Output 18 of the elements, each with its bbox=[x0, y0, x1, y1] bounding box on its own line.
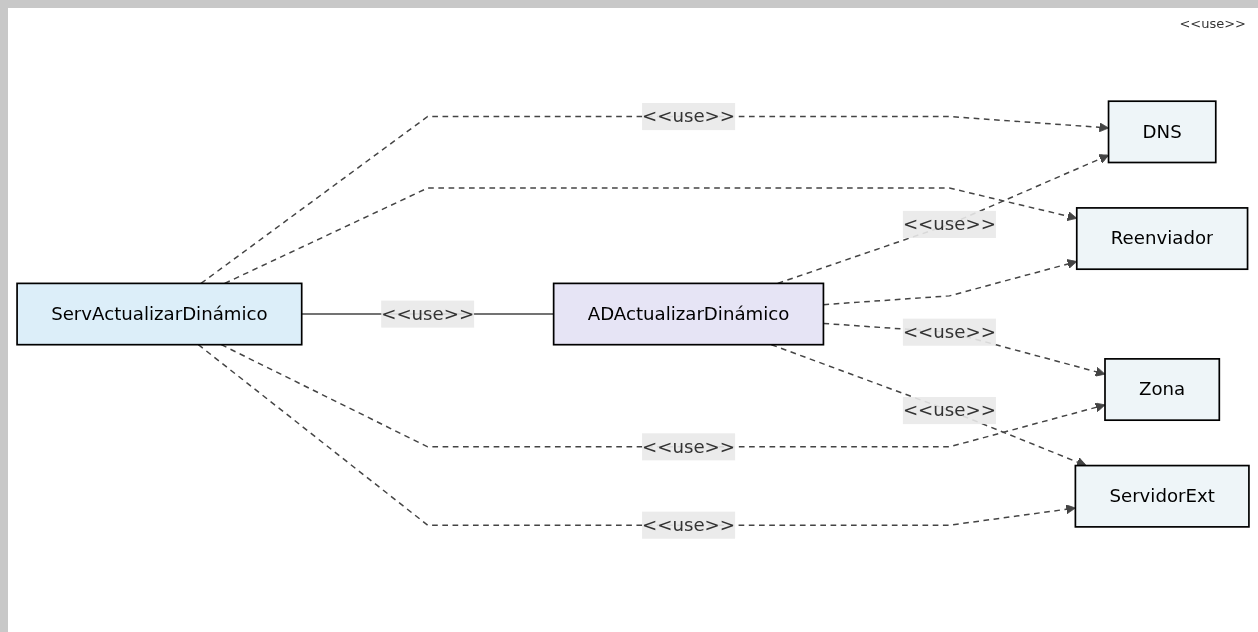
arrow bbox=[776, 154, 1109, 285]
arrow bbox=[220, 343, 1106, 448]
stereotype-label: <<use>> bbox=[1179, 16, 1246, 31]
arrow bbox=[200, 115, 1109, 285]
node-box: Zona bbox=[1104, 358, 1221, 422]
edge-label: <<use>> bbox=[642, 105, 736, 127]
edge-label: <<use>> bbox=[902, 399, 996, 421]
node-box: ADActualizarDinámico bbox=[552, 282, 825, 346]
node-box: ServActualizarDinámico bbox=[16, 282, 303, 346]
edge-label: <<use>> bbox=[381, 302, 475, 325]
node-box: DNS bbox=[1107, 100, 1217, 164]
edge-label: <<use>> bbox=[642, 435, 736, 458]
edge-label: <<use>> bbox=[902, 213, 996, 235]
node-box: ServidorExt bbox=[1074, 464, 1250, 528]
edge-label: <<use>> bbox=[642, 513, 736, 536]
arrow bbox=[197, 343, 1076, 526]
node-box: Reenviador bbox=[1075, 207, 1249, 271]
edge-label: <<use>> bbox=[902, 320, 996, 343]
